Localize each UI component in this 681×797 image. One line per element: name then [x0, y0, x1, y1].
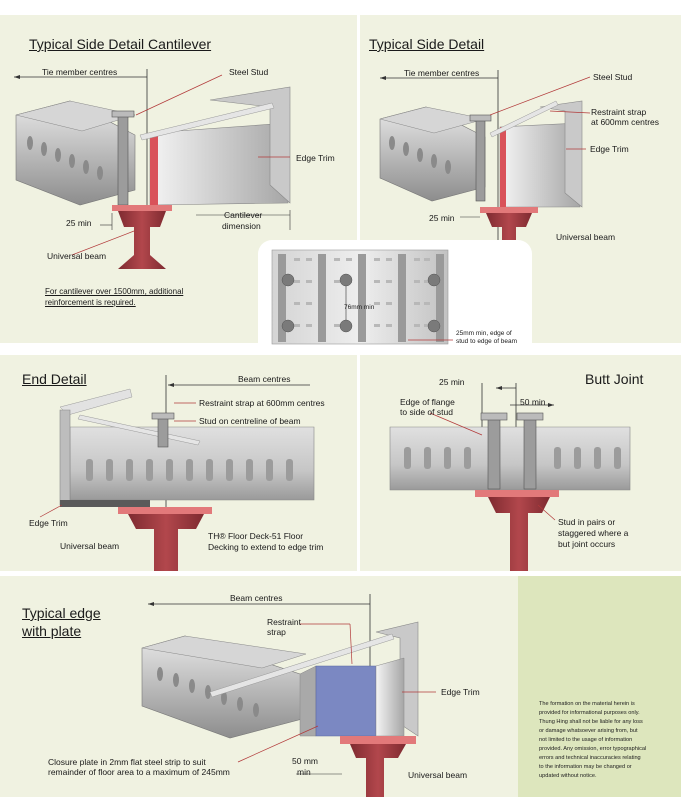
steel-stud-label: Steel Stud [229, 67, 269, 77]
panel-butt-joint: Butt Joint 25 min 50 min Edge of flange … [360, 355, 681, 571]
edge-trim-label: Edge Trim [441, 687, 480, 697]
restraint-strap-label-1: Restraint strap [591, 107, 647, 117]
cantilever-note-2: reinforcement is required. [45, 298, 136, 307]
disclaimer-line-8: to the information may be changed or [539, 764, 632, 770]
deck-label-1: TH® Floor Deck-51 Floor [208, 531, 304, 541]
tie-member-label: Tie member centres [42, 67, 118, 77]
closure-plate-label-1: Closure plate in 2mm flat steel strip to… [48, 757, 206, 767]
disclaimer-line-9: updated without notice. [539, 773, 597, 779]
disclaimer-box: The formation on the material herein is … [518, 576, 681, 797]
plate-title-1: Typical edge [22, 605, 101, 621]
tie-member-label: Tie member centres [404, 68, 480, 78]
steel-stud-label: Steel Stud [593, 72, 633, 82]
restraint-strap-label-2: at 600mm centres [591, 117, 660, 127]
butt-joint-illustration [389, 383, 631, 571]
disclaimer-line-3: Thung Hing shall not be liable for any l… [539, 719, 643, 725]
panel-end-detail: End Detail Beam centres Restraint strap … [0, 355, 357, 571]
panel-edge-with-plate: Typical edge with plate Beam centres Res… [0, 576, 518, 797]
cantilever-note-1: For cantilever over 1500mm, additional [45, 287, 184, 296]
restraint-strap-label: Restraint strap at 600mm centres [199, 398, 325, 408]
cantilever-dim-label-2: dimension [222, 221, 261, 231]
min-50-label-1: 50 mm [292, 756, 318, 766]
restraint-strap-label-2: strap [267, 627, 286, 637]
disclaimer-line-5: not limited to the usage of information [539, 737, 633, 743]
edge-trim-label: Edge Trim [590, 144, 629, 154]
edge-flange-label-1: Edge of flange [400, 397, 455, 407]
min-25-label: 25 min [439, 377, 465, 387]
panel-side-detail-cantilever: Typical Side Detail Cantilever Tie membe… [0, 15, 357, 343]
min-25-label: 25 min [429, 213, 455, 223]
butt-title: Butt Joint [585, 371, 644, 387]
stud-pairs-label-3: but joint occurs [558, 539, 616, 549]
min-50-label-2: min [297, 767, 311, 777]
stud-pairs-label-1: Stud in pairs or [558, 517, 616, 527]
universal-beam-label: Universal beam [556, 232, 616, 242]
beam-centres-label: Beam centres [230, 593, 283, 603]
universal-beam-label: Universal beam [60, 541, 120, 551]
deck-label-2: Decking to extend to edge trim [208, 542, 324, 552]
inset-illustration [271, 249, 453, 345]
edge-trim-label: Edge Trim [29, 518, 68, 528]
end-title: End Detail [22, 371, 87, 387]
inset-76-label: 76mm min [344, 304, 375, 311]
universal-beam-label: Universal beam [408, 770, 468, 780]
disclaimer-line-4: or damage whatsoever arising from, but [539, 728, 638, 734]
beam-centres-label: Beam centres [238, 374, 291, 384]
cantilever-dim-label-1: Cantilever [224, 210, 263, 220]
cantilever-title: Typical Side Detail Cantilever [29, 36, 212, 52]
universal-beam-label: Universal beam [47, 251, 107, 261]
side-title: Typical Side Detail [369, 36, 485, 52]
disclaimer-line-7: errors and technical inaccuracies relati… [539, 755, 641, 761]
end-detail-illustration [39, 375, 315, 571]
edge-flange-label-2: to side of stud [400, 407, 453, 417]
inset-note-2: stud to edge of beam [456, 338, 518, 345]
disclaimer-line-6: provided. Any omission, error typographi… [539, 746, 647, 752]
stud-centreline-label: Stud on centreline of beam [199, 416, 301, 426]
restraint-strap-label-1: Restraint [267, 617, 302, 627]
edge-plate-illustration [141, 594, 436, 797]
inset-note-1: 25mm min, edge of [456, 330, 512, 337]
side-detail-illustration [379, 70, 591, 269]
disclaimer-line-2: provided for informational purposes only… [539, 710, 640, 716]
cantilever-illustration [14, 69, 291, 269]
disclaimer-line-1: The formation on the material herein is [539, 701, 635, 707]
edge-trim-label: Edge Trim [296, 153, 335, 163]
stud-pairs-label-2: staggered where a [558, 528, 629, 538]
closure-plate-label-2: remainder of floor area to a maximum of … [48, 767, 230, 777]
min-25-label: 25 min [66, 218, 92, 228]
inset-deck-plan: 76mm min 25mm min, edge of stud to edge … [258, 240, 532, 346]
min-50-label: 50 min [520, 397, 546, 407]
plate-title-2: with plate [22, 623, 82, 639]
